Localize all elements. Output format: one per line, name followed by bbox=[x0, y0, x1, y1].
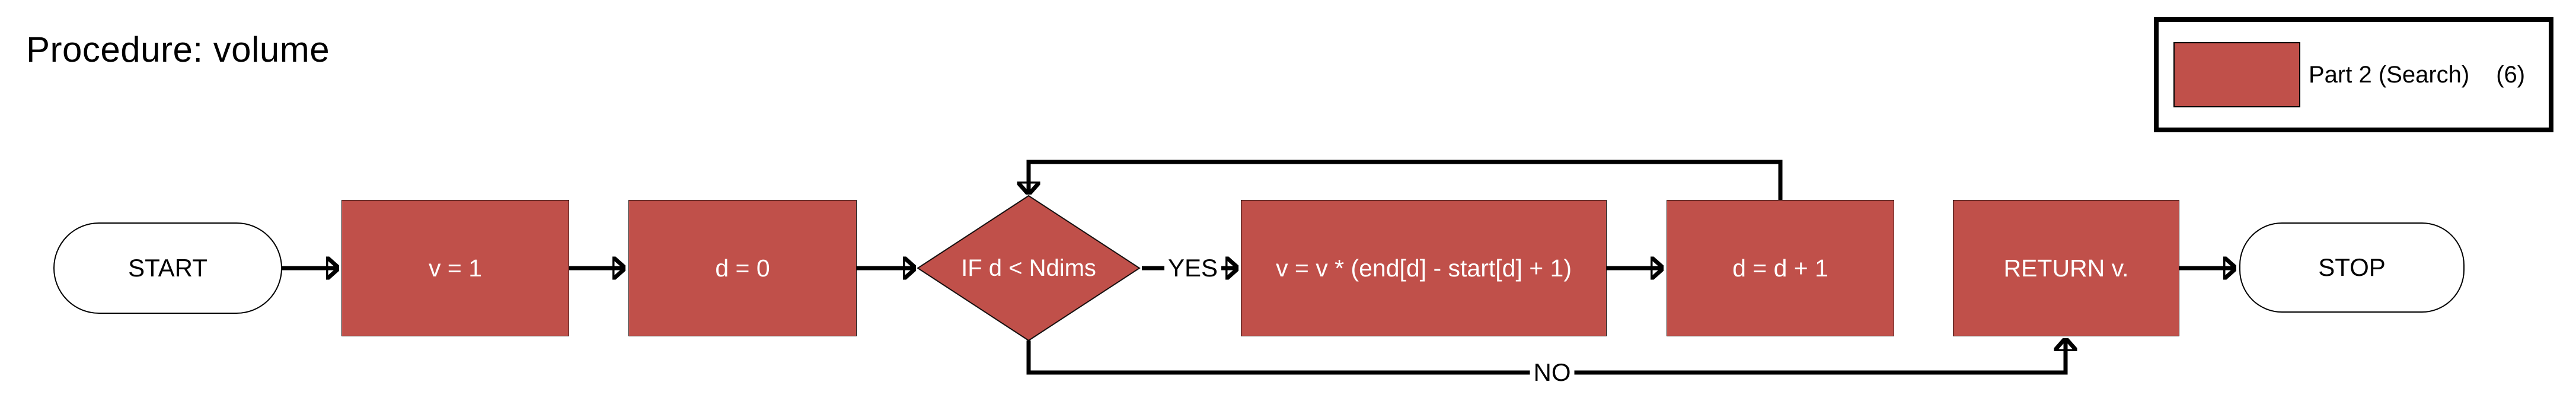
edge-label-no: NO bbox=[1530, 358, 1575, 387]
node-stop: STOP bbox=[2239, 222, 2465, 313]
yes-text: YES bbox=[1167, 253, 1218, 282]
node-set-v-label: v = 1 bbox=[428, 254, 483, 282]
no-text: NO bbox=[1533, 358, 1571, 386]
node-stop-label: STOP bbox=[2318, 253, 2386, 281]
decision-diamond-shape bbox=[917, 195, 1141, 342]
node-return: RETURN v. bbox=[1953, 200, 2179, 336]
edge-label-yes: YES bbox=[1164, 253, 1222, 282]
legend-color-swatch bbox=[2173, 42, 2300, 107]
node-set-d-label: d = 0 bbox=[715, 254, 770, 282]
node-set-d: d = 0 bbox=[628, 200, 857, 336]
node-start-label: START bbox=[128, 254, 208, 282]
edge-increment-loopback bbox=[1029, 160, 1783, 200]
legend-label: Part 2 (Search) bbox=[2309, 61, 2470, 88]
node-return-label: RETURN v. bbox=[2003, 254, 2129, 282]
node-increment: d = d + 1 bbox=[1667, 200, 1894, 336]
legend-count: (6) bbox=[2496, 61, 2526, 88]
legend-entry: Part 2 (Search) (6) bbox=[2309, 62, 2525, 88]
node-set-v: v = 1 bbox=[341, 200, 569, 336]
legend: Part 2 (Search) (6) bbox=[2154, 17, 2553, 132]
node-accumulate-label: v = v * (end[d] - start[d] + 1) bbox=[1275, 254, 1572, 282]
node-accumulate: v = v * (end[d] - start[d] + 1) bbox=[1241, 200, 1607, 336]
node-decision-label: IF d < Ndims bbox=[918, 252, 1139, 285]
node-increment-label: d = d + 1 bbox=[1732, 254, 1828, 282]
node-start: START bbox=[53, 222, 282, 314]
page-title: Procedure: volume bbox=[26, 30, 330, 69]
decision-text: IF d < Ndims bbox=[961, 254, 1096, 281]
